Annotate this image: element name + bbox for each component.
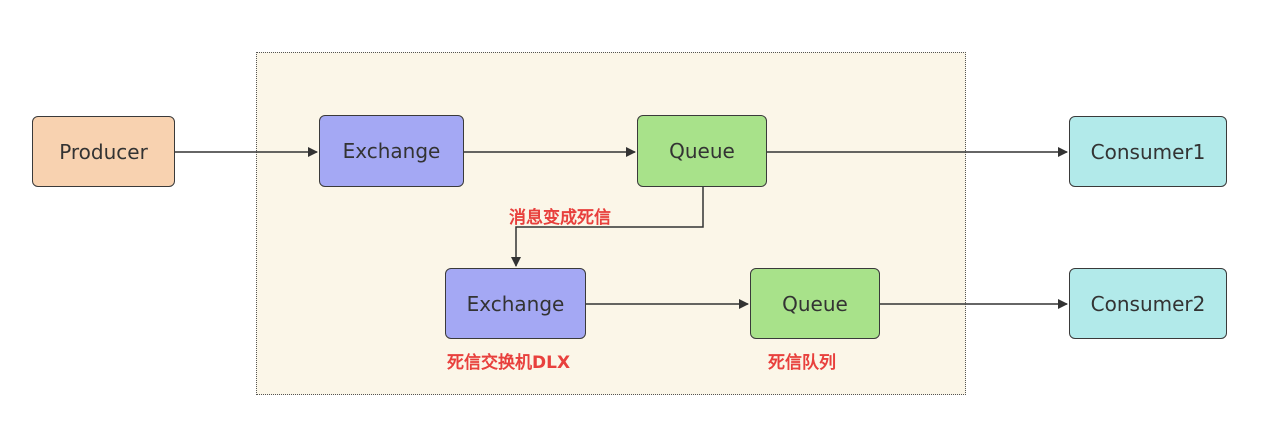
producer-label: Producer xyxy=(59,139,148,164)
dlx-exchange-label: Exchange xyxy=(466,291,565,316)
queue-label: Queue xyxy=(669,139,735,163)
dlx-exchange-node: Exchange xyxy=(445,268,586,339)
dlq-queue-node: Queue xyxy=(750,268,880,339)
dead-letter-region xyxy=(256,52,966,395)
consumer2-label: Consumer2 xyxy=(1090,291,1206,316)
exchange-node: Exchange xyxy=(319,115,464,187)
queue-node: Queue xyxy=(637,115,767,187)
producer-node: Producer xyxy=(32,116,175,187)
consumer2-node: Consumer2 xyxy=(1069,268,1227,339)
exchange-label: Exchange xyxy=(342,139,441,163)
dlq-queue-label: Queue xyxy=(782,291,848,316)
consumer1-label: Consumer1 xyxy=(1090,139,1206,164)
consumer1-node: Consumer1 xyxy=(1069,116,1227,187)
dlx-label: 死信交换机DLX xyxy=(447,353,571,373)
dlq-label: 死信队列 xyxy=(768,353,836,373)
dead-message-label: 消息变成死信 xyxy=(509,208,611,228)
